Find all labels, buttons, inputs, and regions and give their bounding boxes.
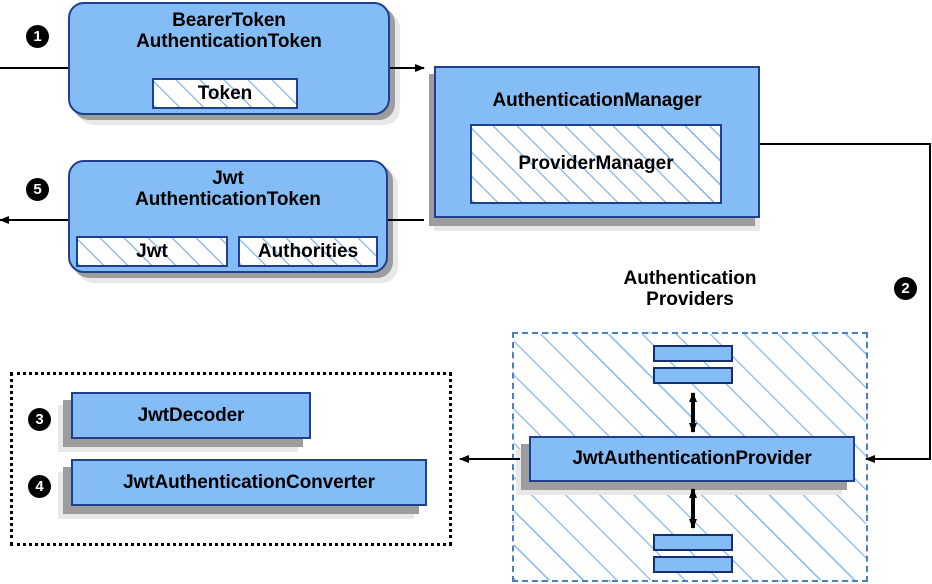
authentication-providers-label-line2: Providers	[646, 289, 734, 311]
badge-step-5: 5	[26, 178, 49, 201]
badge-step-3: 3	[28, 408, 51, 431]
jwt-decoder-title: JwtDecoder	[137, 404, 245, 426]
support-components-container	[10, 372, 452, 546]
jwt-auth-converter-title: JwtAuthenticationConverter	[123, 471, 375, 493]
node-jwt-authentication-token[interactable]: Jwt AuthenticationToken	[68, 160, 388, 273]
node-jwt-authentication-provider[interactable]: JwtAuthenticationProvider	[529, 436, 855, 482]
jwt-auth-provider-title: JwtAuthenticationProvider	[572, 448, 812, 470]
badge-step-1: 1	[26, 25, 49, 48]
slot-jwt[interactable]: Jwt	[76, 236, 228, 267]
authentication-providers-label-line1: Authentication	[623, 268, 757, 289]
jwt-auth-token-title-line2: AuthenticationToken	[135, 189, 321, 211]
badge-step-2-number: 2	[901, 280, 910, 297]
bearer-token-title-line1: BearerToken	[172, 10, 286, 31]
bearer-token-title: BearerToken AuthenticationToken	[126, 4, 332, 53]
badge-step-1-number: 1	[33, 28, 42, 45]
node-jwt-authentication-converter[interactable]: JwtAuthenticationConverter	[71, 459, 427, 506]
slot-token[interactable]: Token	[152, 78, 298, 109]
authentication-manager-title: AuthenticationManager	[492, 90, 702, 111]
slot-provider-manager[interactable]: ProviderManager	[470, 124, 722, 204]
provider-bar-bottom-2	[653, 556, 733, 573]
bearer-token-title-line2: AuthenticationToken	[136, 31, 322, 53]
slot-authorities-label: Authorities	[257, 240, 359, 262]
provider-bar-top-2	[653, 367, 733, 384]
slot-authorities[interactable]: Authorities	[238, 236, 378, 267]
jwt-auth-token-title: Jwt AuthenticationToken	[125, 162, 331, 211]
slot-token-label: Token	[197, 82, 253, 104]
badge-step-3-number: 3	[35, 411, 44, 428]
provider-bar-top-1	[653, 345, 733, 362]
slot-jwt-label: Jwt	[136, 240, 168, 262]
provider-bar-bottom-1	[653, 534, 733, 551]
badge-step-2: 2	[894, 277, 917, 300]
authentication-providers-label: Authentication Providers	[570, 268, 810, 311]
badge-step-5-number: 5	[33, 181, 42, 198]
jwt-auth-token-title-line1: Jwt	[212, 168, 244, 189]
node-jwt-decoder[interactable]: JwtDecoder	[71, 392, 311, 439]
badge-step-4-number: 4	[35, 478, 44, 495]
slot-provider-manager-label: ProviderManager	[518, 153, 674, 174]
badge-step-4: 4	[28, 475, 51, 498]
